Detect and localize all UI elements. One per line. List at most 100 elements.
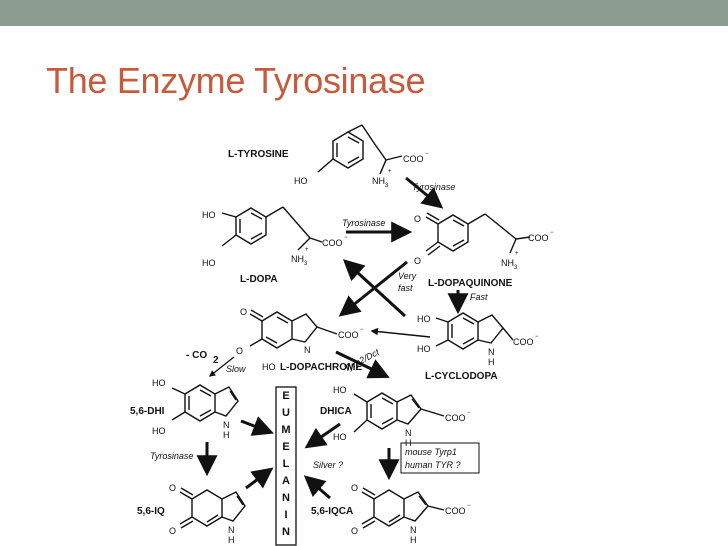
dhica-n-atom: N — [405, 428, 412, 438]
l-cyclodopa-label: L-CYCLODOPA — [425, 371, 498, 382]
dopa-ho-atom-1: HO — [202, 210, 216, 220]
dhi-ho-atom-2: HO — [152, 426, 166, 436]
iqca-structure — [361, 487, 445, 529]
dopa-coo-atom: COO — [322, 238, 343, 248]
cyclodopa-h-atom: H — [488, 357, 495, 367]
l-tyrosine-label: L-TYROSINE — [228, 149, 289, 160]
l-tyrosine-structure — [317, 124, 403, 175]
slide-title: The Enzyme Tyrosinase — [46, 60, 426, 101]
iqca-coo-charge: − — [467, 503, 471, 509]
iqca-n-atom: N — [410, 525, 417, 535]
dopaquinone-coo-atom: COO — [528, 233, 549, 243]
slide-top-bar — [0, 0, 728, 26]
arrow-dhica-to-eumelanin — [304, 422, 341, 449]
dhi-label: 5,6-DHI — [130, 406, 165, 417]
l-dopachrome-structure — [249, 309, 338, 349]
arrow-iq-to-eumelanin — [245, 467, 274, 490]
iqca-h-atom: H — [410, 535, 417, 545]
eumelanin-letter: N — [282, 526, 290, 538]
dopachrome-ho-atom: HO — [262, 362, 276, 372]
arrow-iqca-to-eumelanin — [303, 475, 331, 500]
dopaquinone-nh3-charge: + — [515, 251, 519, 257]
dopa-ho-atom-2: HO — [202, 258, 216, 268]
iq-structure — [179, 487, 246, 529]
dopaquinone-coo-charge: − — [550, 230, 554, 236]
dopachrome-n-atom: N — [304, 345, 311, 355]
dopaquinone-o-atom-2: O — [414, 256, 421, 266]
tyrosine-nh3-atom: NH — [372, 176, 385, 186]
iqca-label: 5,6-IQCA — [311, 506, 353, 517]
eumelanin-letter: E — [282, 390, 289, 402]
l-dopa-structure — [221, 206, 323, 251]
l-dopaquinone-structure — [425, 212, 531, 256]
cyclodopa-ho-atom-1: HO — [417, 314, 431, 324]
arrow-dopachrome-to-dhica — [335, 350, 390, 379]
dhica-coo-charge: − — [467, 410, 471, 416]
dopachrome-o-atom-2: O — [236, 346, 243, 356]
tyrosine-nh3-sub: 3 — [385, 183, 389, 189]
dopachrome-coo-charge: − — [360, 327, 364, 333]
label-mouse-tyrp1: mouse Tyrp1 — [405, 447, 457, 457]
arrow-cyclodopa-to-dopachrome — [370, 327, 431, 338]
dhi-n-atom: N — [223, 420, 230, 430]
eumelanin-letter: A — [282, 475, 290, 487]
dhica-structure — [353, 392, 445, 433]
eumelanin-letter: E — [282, 441, 289, 453]
l-dopaquinone-label: L-DOPAQUINONE — [428, 278, 513, 289]
cyclodopa-ho-atom-2: HO — [417, 344, 431, 354]
label-tyrosinase-1: Tyrosinase — [412, 182, 455, 192]
label-tyrosinase-3: Tyrosinase — [150, 451, 193, 461]
label-tyrosinase-2: Tyrosinase — [342, 218, 385, 228]
label-fast-1: fast — [398, 283, 413, 293]
label-silver: Silver ? — [313, 460, 343, 470]
dhica-coo-atom: COO — [445, 413, 466, 423]
arrow-dhi-to-eumelanin — [240, 416, 274, 436]
eumelanin-letter: I — [284, 509, 287, 521]
dhi-h-atom: H — [223, 430, 230, 440]
tyrosine-coo-charge: − — [425, 151, 429, 157]
dopa-coo-charge: − — [344, 235, 348, 241]
dopachrome-o-atom-1: O — [240, 307, 247, 317]
eumelanin-box — [275, 386, 297, 546]
eumelanin-letter: U — [282, 407, 290, 419]
arrow-dopachrome-to-dhi — [208, 356, 235, 377]
l-dopa-label: L-DOPA — [240, 274, 278, 285]
cyclodopa-coo-atom: COO — [513, 337, 534, 347]
l-cyclodopa-structure — [435, 312, 514, 350]
iq-o-atom-2: O — [169, 526, 176, 536]
tyrosine-ho-atom: HO — [294, 176, 308, 186]
label-slow: Slow — [226, 364, 246, 374]
label-co2-sub: 2 — [213, 355, 219, 366]
dopa-nh3-sub: 3 — [304, 261, 308, 267]
label-human-tyr: human TYR ? — [405, 460, 461, 470]
dhi-structure — [171, 384, 239, 422]
arrow-tyrosine-to-dopaquinone — [405, 176, 444, 209]
iqca-o-atom-2: O — [351, 526, 358, 536]
iq-label: 5,6-IQ — [137, 506, 165, 517]
enzyme-note-box — [400, 442, 480, 474]
iqca-coo-atom: COO — [445, 506, 466, 516]
dopaquinone-o-atom-1: O — [414, 214, 421, 224]
eumelanin-letter: L — [283, 458, 290, 470]
dhi-ho-atom-1: HO — [152, 378, 166, 388]
dhica-ho-atom-2: HO — [333, 432, 347, 442]
arrow-to-l-dopa — [342, 259, 407, 318]
eumelanin-letter: N — [282, 492, 290, 504]
label-fast-2: Fast — [470, 292, 488, 302]
eumelanin-letter: M — [281, 424, 290, 436]
dopa-nh3-atom: NH — [291, 254, 304, 264]
iqca-o-atom-1: O — [351, 483, 358, 493]
label-very: Very — [398, 271, 417, 281]
cyclodopa-coo-charge: − — [535, 334, 539, 340]
l-dopachrome-label: L-DOPACHROME — [280, 362, 362, 373]
label-minus-co2: - CO — [186, 350, 207, 361]
tyrosine-nh3-charge: + — [388, 169, 392, 175]
cyclodopa-n-atom: N — [488, 347, 495, 357]
dhica-label: DHICA — [320, 406, 352, 417]
iq-o-atom-1: O — [169, 483, 176, 493]
dhica-ho-atom-1: HO — [333, 385, 347, 395]
iq-h-atom: H — [228, 535, 235, 545]
dopaquinone-nh3-atom: NH — [501, 258, 514, 268]
